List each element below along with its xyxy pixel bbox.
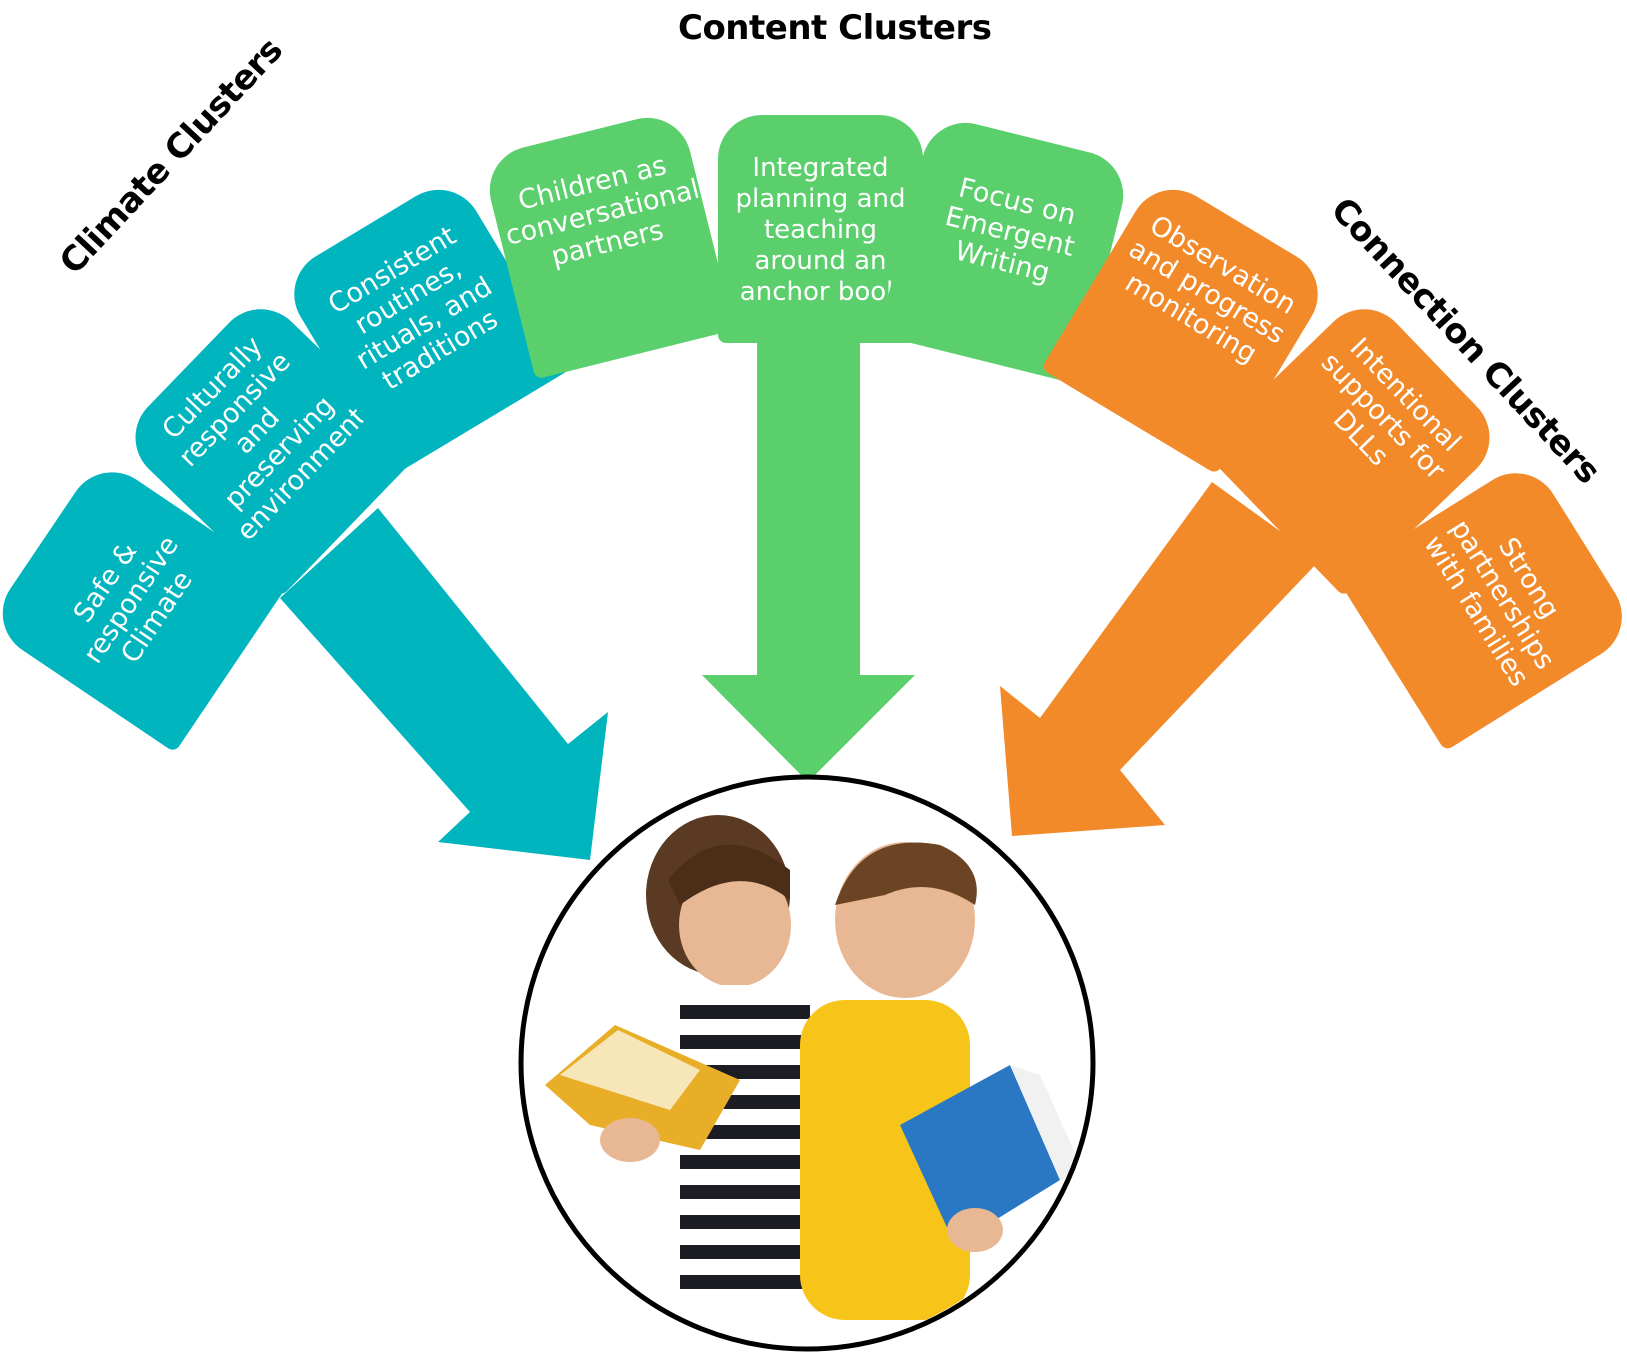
children-reading-photo-icon: [545, 815, 1085, 1320]
connection-card-label: Strong partnerships with families: [1417, 514, 1566, 693]
content-clusters-heading: Content Clusters: [678, 8, 992, 48]
center-illustration: [518, 774, 1096, 1352]
content-card-label: Children as conversational partners: [502, 149, 703, 273]
content-arrow: [702, 340, 915, 782]
connection-arrow: [1000, 482, 1320, 836]
content-card-label: Focus on Emergent Writing: [941, 172, 1079, 289]
content-card-label: Integrated planning and teaching around …: [735, 153, 906, 307]
climate-arrow: [280, 508, 608, 860]
climate-card-label: Safe & responsive Climate: [67, 530, 199, 670]
